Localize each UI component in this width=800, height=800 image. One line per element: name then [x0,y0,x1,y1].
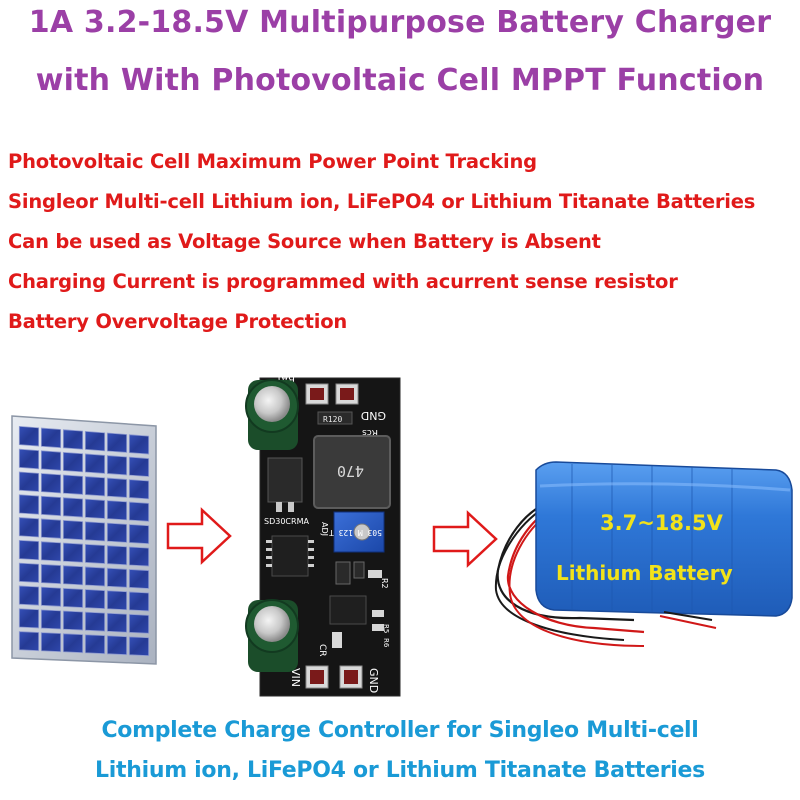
feature-item: Charging Current is programmed with acur… [8,270,678,293]
footer-line-2: Lithium ion, LiFePO4 or Lithium Titanate… [95,758,705,783]
board-label: GND [367,668,380,693]
solar-cell [84,430,106,452]
solar-cell [128,591,150,612]
solar-cell [62,587,84,608]
solar-cell [40,563,62,585]
potentiometer-label: 503 M 123 T [329,528,382,537]
solar-cell [106,567,128,588]
solar-cell [128,613,150,634]
board-label: R2 [380,578,389,589]
board-label: Rcs [362,427,378,437]
battery-voltage-label: 3.7~18.5V [600,511,724,535]
board-label: R5 [382,624,390,633]
solar-cell [62,565,84,586]
solar-cell [106,455,128,476]
solar-cell [18,517,40,538]
feature-item: Photovoltaic Cell Maximum Power Point Tr… [8,150,537,173]
solar-cell [128,546,150,567]
solar-cell [106,432,128,453]
solar-cell [106,612,128,633]
solar-cell [18,562,40,583]
solar-cell [106,500,128,521]
chip-label: SD30CRMA [264,517,309,526]
solar-cell [62,429,84,450]
battery-pack-image: 3.7~18.5V Lithium Battery [494,461,793,647]
solar-cell [18,425,40,447]
solar-cell [106,477,128,498]
solar-cell [62,451,84,473]
feature-item: Can be used as Voltage Source when Batte… [8,230,601,253]
charger-board-image: BAT GND R120 Rcs 470 SD30CRMA ADJ 503 M … [245,373,401,697]
page-title-line-1: 1A 3.2-18.5V Multipurpose Battery Charge… [28,5,772,40]
battery-type-label: Lithium Battery [556,561,733,585]
feature-item: Battery Overvoltage Protection [8,310,348,333]
solar-cell [40,632,62,653]
solar-cell [18,631,40,652]
solar-cell [18,585,40,606]
solar-cell [106,545,128,566]
solar-cell [128,501,150,522]
solar-cell [40,450,62,471]
footer-line-1: Complete Charge Controller for Singleo M… [101,718,699,743]
solar-cell [62,519,84,541]
solar-cell [62,542,84,563]
board-label: R120 [323,415,342,424]
solar-cell [128,479,150,500]
solar-cell [18,539,40,561]
solar-panel-image [11,415,157,665]
solar-cell [84,476,106,497]
solar-cell [84,543,106,564]
solar-cell [106,635,128,656]
arrow-right-icon [432,510,498,568]
solar-cell [84,566,106,587]
solar-cell [40,609,62,630]
solar-cell [106,590,128,611]
solar-cell [40,427,62,449]
board-label: VIN [289,668,302,687]
solar-cell [84,611,106,632]
page-title-line-2: with With Photovoltaic Cell MPPT Functio… [35,63,765,98]
board-label: ADJ [320,522,329,536]
solar-cell [62,474,84,495]
solar-cell [128,456,150,477]
solar-cell [84,453,106,474]
solar-cell [40,586,62,607]
solar-cell [84,634,106,655]
solar-cell [128,636,150,657]
arrow-right-icon [166,507,232,565]
solar-cell [40,473,62,494]
inductor-label: 470 [337,462,364,480]
solar-cell [128,524,150,545]
solar-cell [40,518,62,539]
solar-cell [40,495,62,517]
solar-cell [106,522,128,543]
board-label: R6 [382,638,390,648]
solar-cell [84,498,106,519]
board-label: BAT [275,373,295,384]
solar-cell [18,471,40,492]
solar-cell [62,497,84,518]
solar-cell [62,610,84,631]
board-label: GND [361,409,386,422]
solar-cell [84,521,106,542]
board-label: CR [317,644,327,657]
solar-cell [128,569,150,589]
solar-cell [18,494,40,515]
solar-cell [40,541,62,562]
solar-cell [62,633,84,654]
solar-cell [18,448,40,470]
feature-item: Singleor Multi-cell Lithium ion, LiFePO4… [8,190,756,213]
solar-cell [18,608,40,629]
solar-cell [84,589,106,610]
solar-cell [128,434,150,455]
